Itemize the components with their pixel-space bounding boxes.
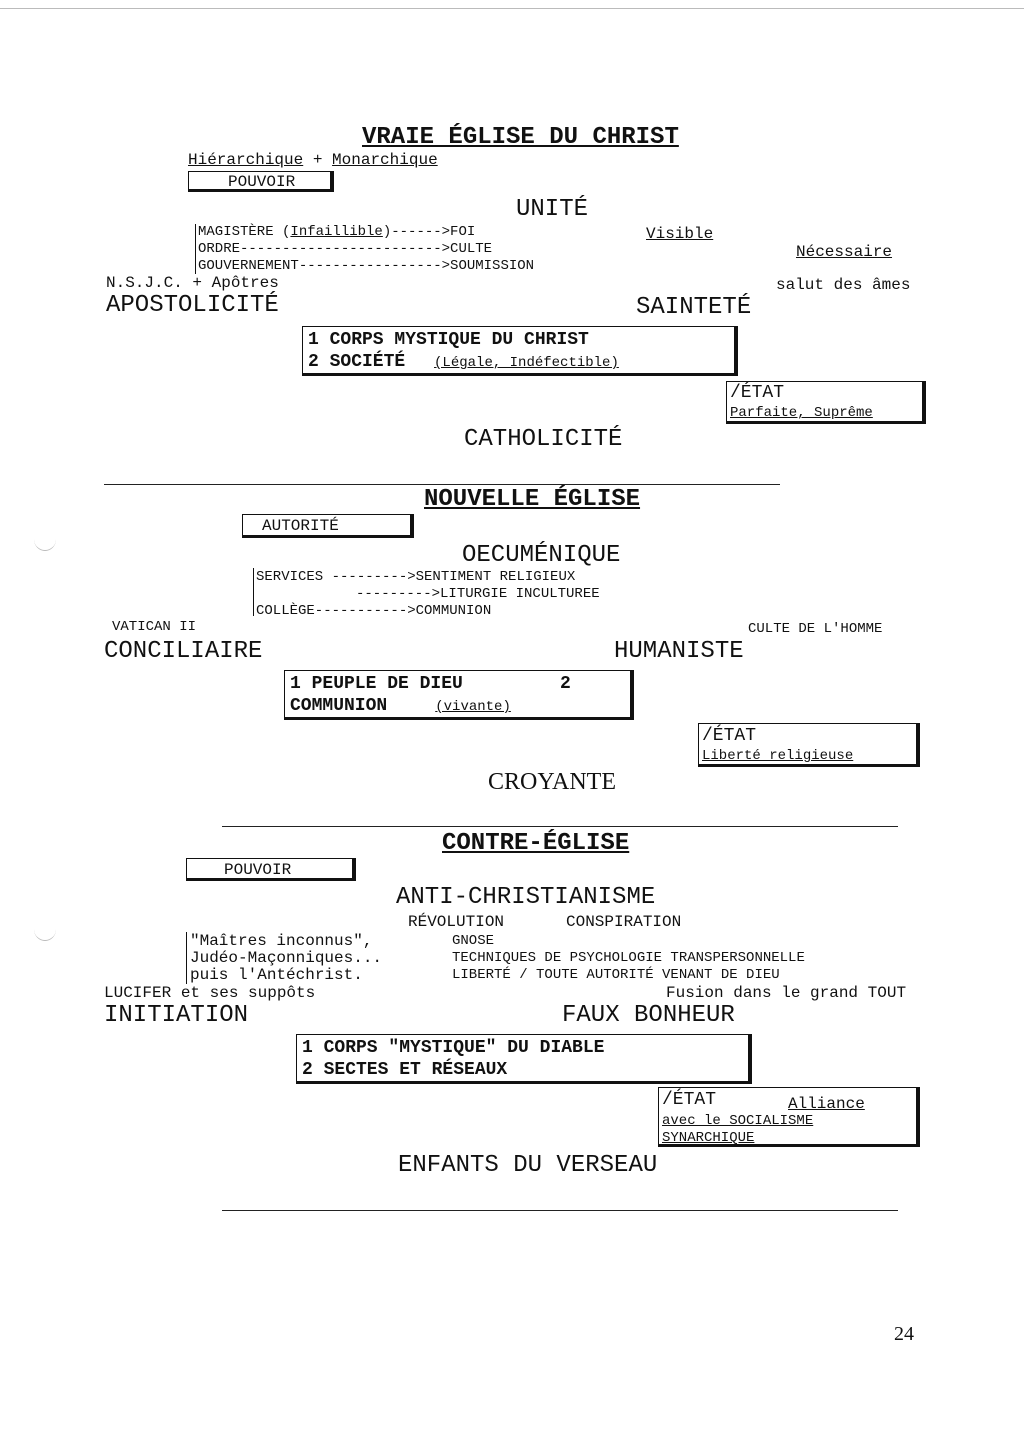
catholicite-heading: CATHOLICITÉ <box>464 426 623 453</box>
magistere-line: MAGISTÈRE (Infaillible)------>FOI <box>198 225 475 239</box>
legale-text: (Légale, Indéfectible) <box>434 355 619 371</box>
salut-text: salut des âmes <box>776 276 911 294</box>
punch-hole-mark <box>34 918 56 941</box>
apostolicite-heading: APOSTOLICITÉ <box>106 292 279 319</box>
plus-sign: + <box>312 151 323 169</box>
corps-diable-box <box>296 1034 752 1084</box>
revolution-text: RÉVOLUTION <box>408 913 505 931</box>
antechrist-line: puis l'Antéchrist. <box>190 966 363 984</box>
saintete-heading: SAINTETÉ <box>636 294 752 321</box>
pouvoir-label: POUVOIR <box>228 173 296 191</box>
lucifer-text: LUCIFER et ses suppôts <box>104 984 316 1002</box>
etat-box <box>698 723 920 767</box>
bracket-bar <box>253 568 254 616</box>
section1-title: VRAIE ÉGLISE DU CHRIST <box>362 124 679 151</box>
section3-divider <box>222 1210 898 1211</box>
parfaite-text: Parfaite, Suprême <box>730 405 873 421</box>
techniques-line: TECHNIQUES DE PSYCHOLOGIE TRANSPERSONNEL… <box>452 950 805 966</box>
nsjc-text: N.S.J.C. + Apôtres <box>106 274 279 292</box>
humaniste-heading: HUMANISTE <box>614 638 744 665</box>
etat-box <box>726 381 926 424</box>
section2-divider <box>222 826 898 827</box>
alliance-text: Alliance <box>788 1095 865 1113</box>
autorite-box <box>242 514 414 538</box>
etat-label: /ÉTAT <box>730 383 785 403</box>
initiation-heading: INITIATION <box>104 1002 249 1029</box>
liberte-line: LIBERTÉ / TOUTE AUTORITÉ VENANT DE DIEU <box>452 967 780 983</box>
section1-subtitle: Hiérarchique + Monarchique <box>188 152 438 168</box>
etat-box <box>658 1087 920 1147</box>
pouvoir-box <box>188 171 334 192</box>
monarchique-text: Monarchique <box>332 151 438 169</box>
corps-diable-line: 1 CORPS "MYSTIQUE" DU DIABLE <box>302 1038 605 1058</box>
visible-text: Visible <box>646 225 714 243</box>
bracket-bar <box>186 932 187 984</box>
peuple-line: 1 PEUPLE DE DIEU 2 <box>290 675 571 693</box>
maitres-line: "Maîtres inconnus", <box>190 932 373 950</box>
liberte-religieuse-text: Liberté religieuse <box>702 748 854 764</box>
gnose-line: GNOSE <box>452 933 495 949</box>
croyante-heading: CROYANTE <box>488 769 617 795</box>
pouvoir-box <box>186 858 356 881</box>
scan-top-edge <box>0 8 1024 9</box>
bracket-bar <box>195 224 196 274</box>
punch-hole-mark <box>34 528 56 551</box>
unite-heading: UNITÉ <box>516 196 589 223</box>
societe-line: 2 SOCIÉTÉ (Légale, Indéfectible) <box>308 353 619 371</box>
enfants-verseau-heading: ENFANTS DU VERSEAU <box>398 1152 658 1179</box>
magistere-label: MAGISTÈRE ( <box>198 224 291 240</box>
ordre-line: ORDRE------------------------>CULTE <box>198 241 493 257</box>
vivante-text: (vivante) <box>435 699 511 715</box>
infaillible-text: Infaillible <box>290 224 383 240</box>
sectes-line: 2 SECTES ET RÉSEAUX <box>302 1060 508 1080</box>
oecumenique-heading: OECUMÉNIQUE <box>462 542 621 569</box>
synarchique-text: SYNARCHIQUE <box>662 1130 755 1146</box>
corps-mystique-box <box>302 326 738 376</box>
necessaire-text: Nécessaire <box>796 243 893 261</box>
conspiration-text: CONSPIRATION <box>566 913 682 931</box>
corps-mystique-line: 1 CORPS MYSTIQUE DU CHRIST <box>308 330 589 350</box>
etat-label: /ÉTAT <box>662 1090 717 1110</box>
societe-label: 2 SOCIÉTÉ <box>308 352 406 372</box>
liturgie-line: --------->LITURGIE INCULTUREE <box>356 586 600 602</box>
communion-line: COMMUNION (vivante) <box>290 697 511 715</box>
gouvernement-line: GOUVERNEMENT----------------->SOUMISSION <box>198 258 535 274</box>
etat-label: /ÉTAT <box>702 726 757 746</box>
anti-christianisme-heading: ANTI-CHRISTIANISME <box>396 884 656 911</box>
communion-label: COMMUNION <box>290 696 388 716</box>
conciliaire-heading: CONCILIAIRE <box>104 638 263 665</box>
services-line: SERVICES --------->SENTIMENT RELIGIEUX <box>256 569 576 585</box>
section2-title: NOUVELLE ÉGLISE <box>424 486 641 513</box>
pouvoir-label: POUVOIR <box>224 861 292 879</box>
faux-bonheur-heading: FAUX BONHEUR <box>562 1002 735 1029</box>
foi-arrow: )------>FOI <box>382 224 476 240</box>
section1-divider <box>104 484 780 485</box>
peuple-label: 1 PEUPLE DE DIEU <box>290 674 463 694</box>
judeo-line: Judéo-Maçonniques... <box>190 949 383 967</box>
college-line: COLLÈGE----------->COMMUNION <box>256 603 492 619</box>
peuple-de-dieu-box <box>284 670 634 720</box>
autorite-label: AUTORITÉ <box>262 517 339 535</box>
number-two: 2 <box>560 674 571 694</box>
culte-homme-text: CULTE DE L'HOMME <box>748 621 883 637</box>
socialisme-text: avec le SOCIALISME <box>662 1113 814 1129</box>
vatican-text: VATICAN II <box>112 619 197 635</box>
hierarchique-text: Hiérarchique <box>188 151 304 169</box>
page-number: 24 <box>894 1323 914 1345</box>
section3-title: CONTRE-ÉGLISE <box>442 830 630 857</box>
fusion-text: Fusion dans le grand TOUT <box>666 984 907 1002</box>
